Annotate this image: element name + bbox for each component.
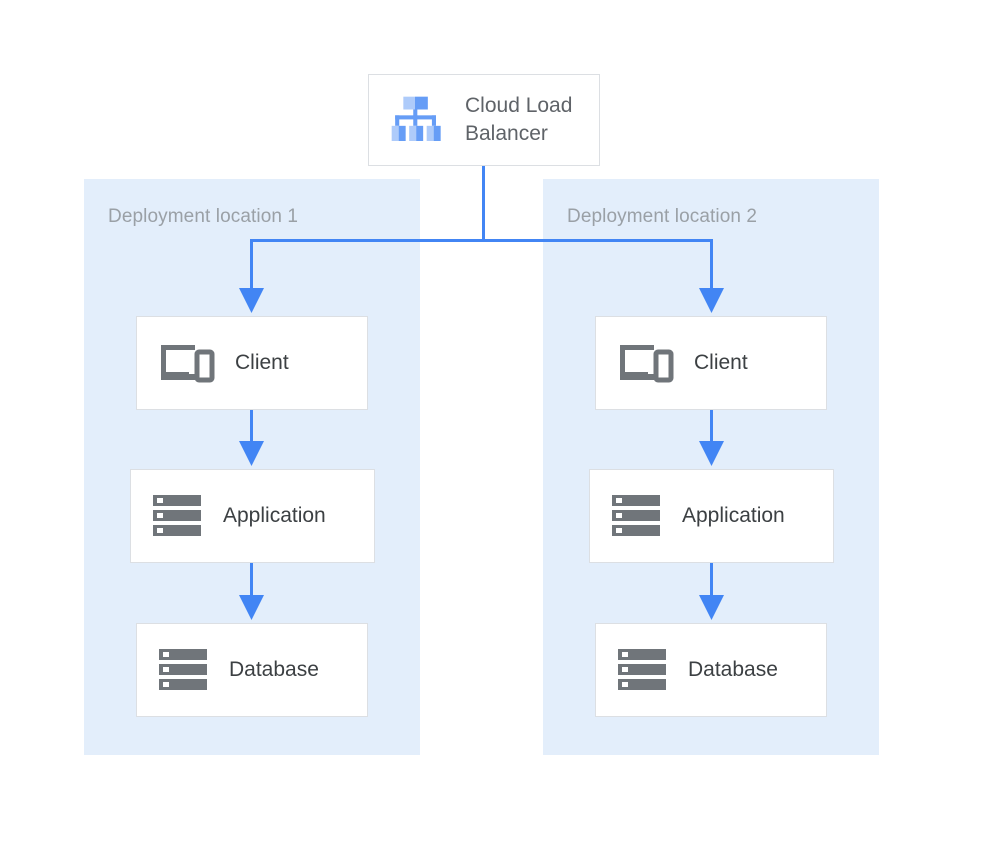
server-rack-icon bbox=[151, 493, 203, 539]
deployment-zone-2-label: Deployment location 2 bbox=[567, 206, 758, 227]
client-devices-icon bbox=[616, 341, 674, 385]
node-cloud-load-balancer[interactable]: Cloud Load Balancer bbox=[368, 74, 600, 166]
server-rack-icon bbox=[610, 493, 662, 539]
node-application-2[interactable]: Application bbox=[589, 469, 834, 563]
node-label: Database bbox=[688, 658, 778, 681]
node-label: Application bbox=[682, 504, 785, 527]
node-client-2[interactable]: Client bbox=[595, 316, 827, 410]
node-label: Client bbox=[694, 351, 748, 374]
server-rack-icon bbox=[616, 647, 668, 693]
node-label: Database bbox=[229, 658, 319, 681]
load-balancer-icon bbox=[387, 92, 443, 148]
deployment-zone-1-label: Deployment location 1 bbox=[108, 206, 299, 227]
node-application-1[interactable]: Application bbox=[130, 469, 375, 563]
client-devices-icon bbox=[157, 341, 215, 385]
node-label: Client bbox=[235, 351, 289, 374]
node-client-1[interactable]: Client bbox=[136, 316, 368, 410]
server-rack-icon bbox=[157, 647, 209, 693]
node-label: Cloud Load Balancer bbox=[465, 94, 573, 145]
node-database-2[interactable]: Database bbox=[595, 623, 827, 717]
node-database-1[interactable]: Database bbox=[136, 623, 368, 717]
node-label: Application bbox=[223, 504, 326, 527]
